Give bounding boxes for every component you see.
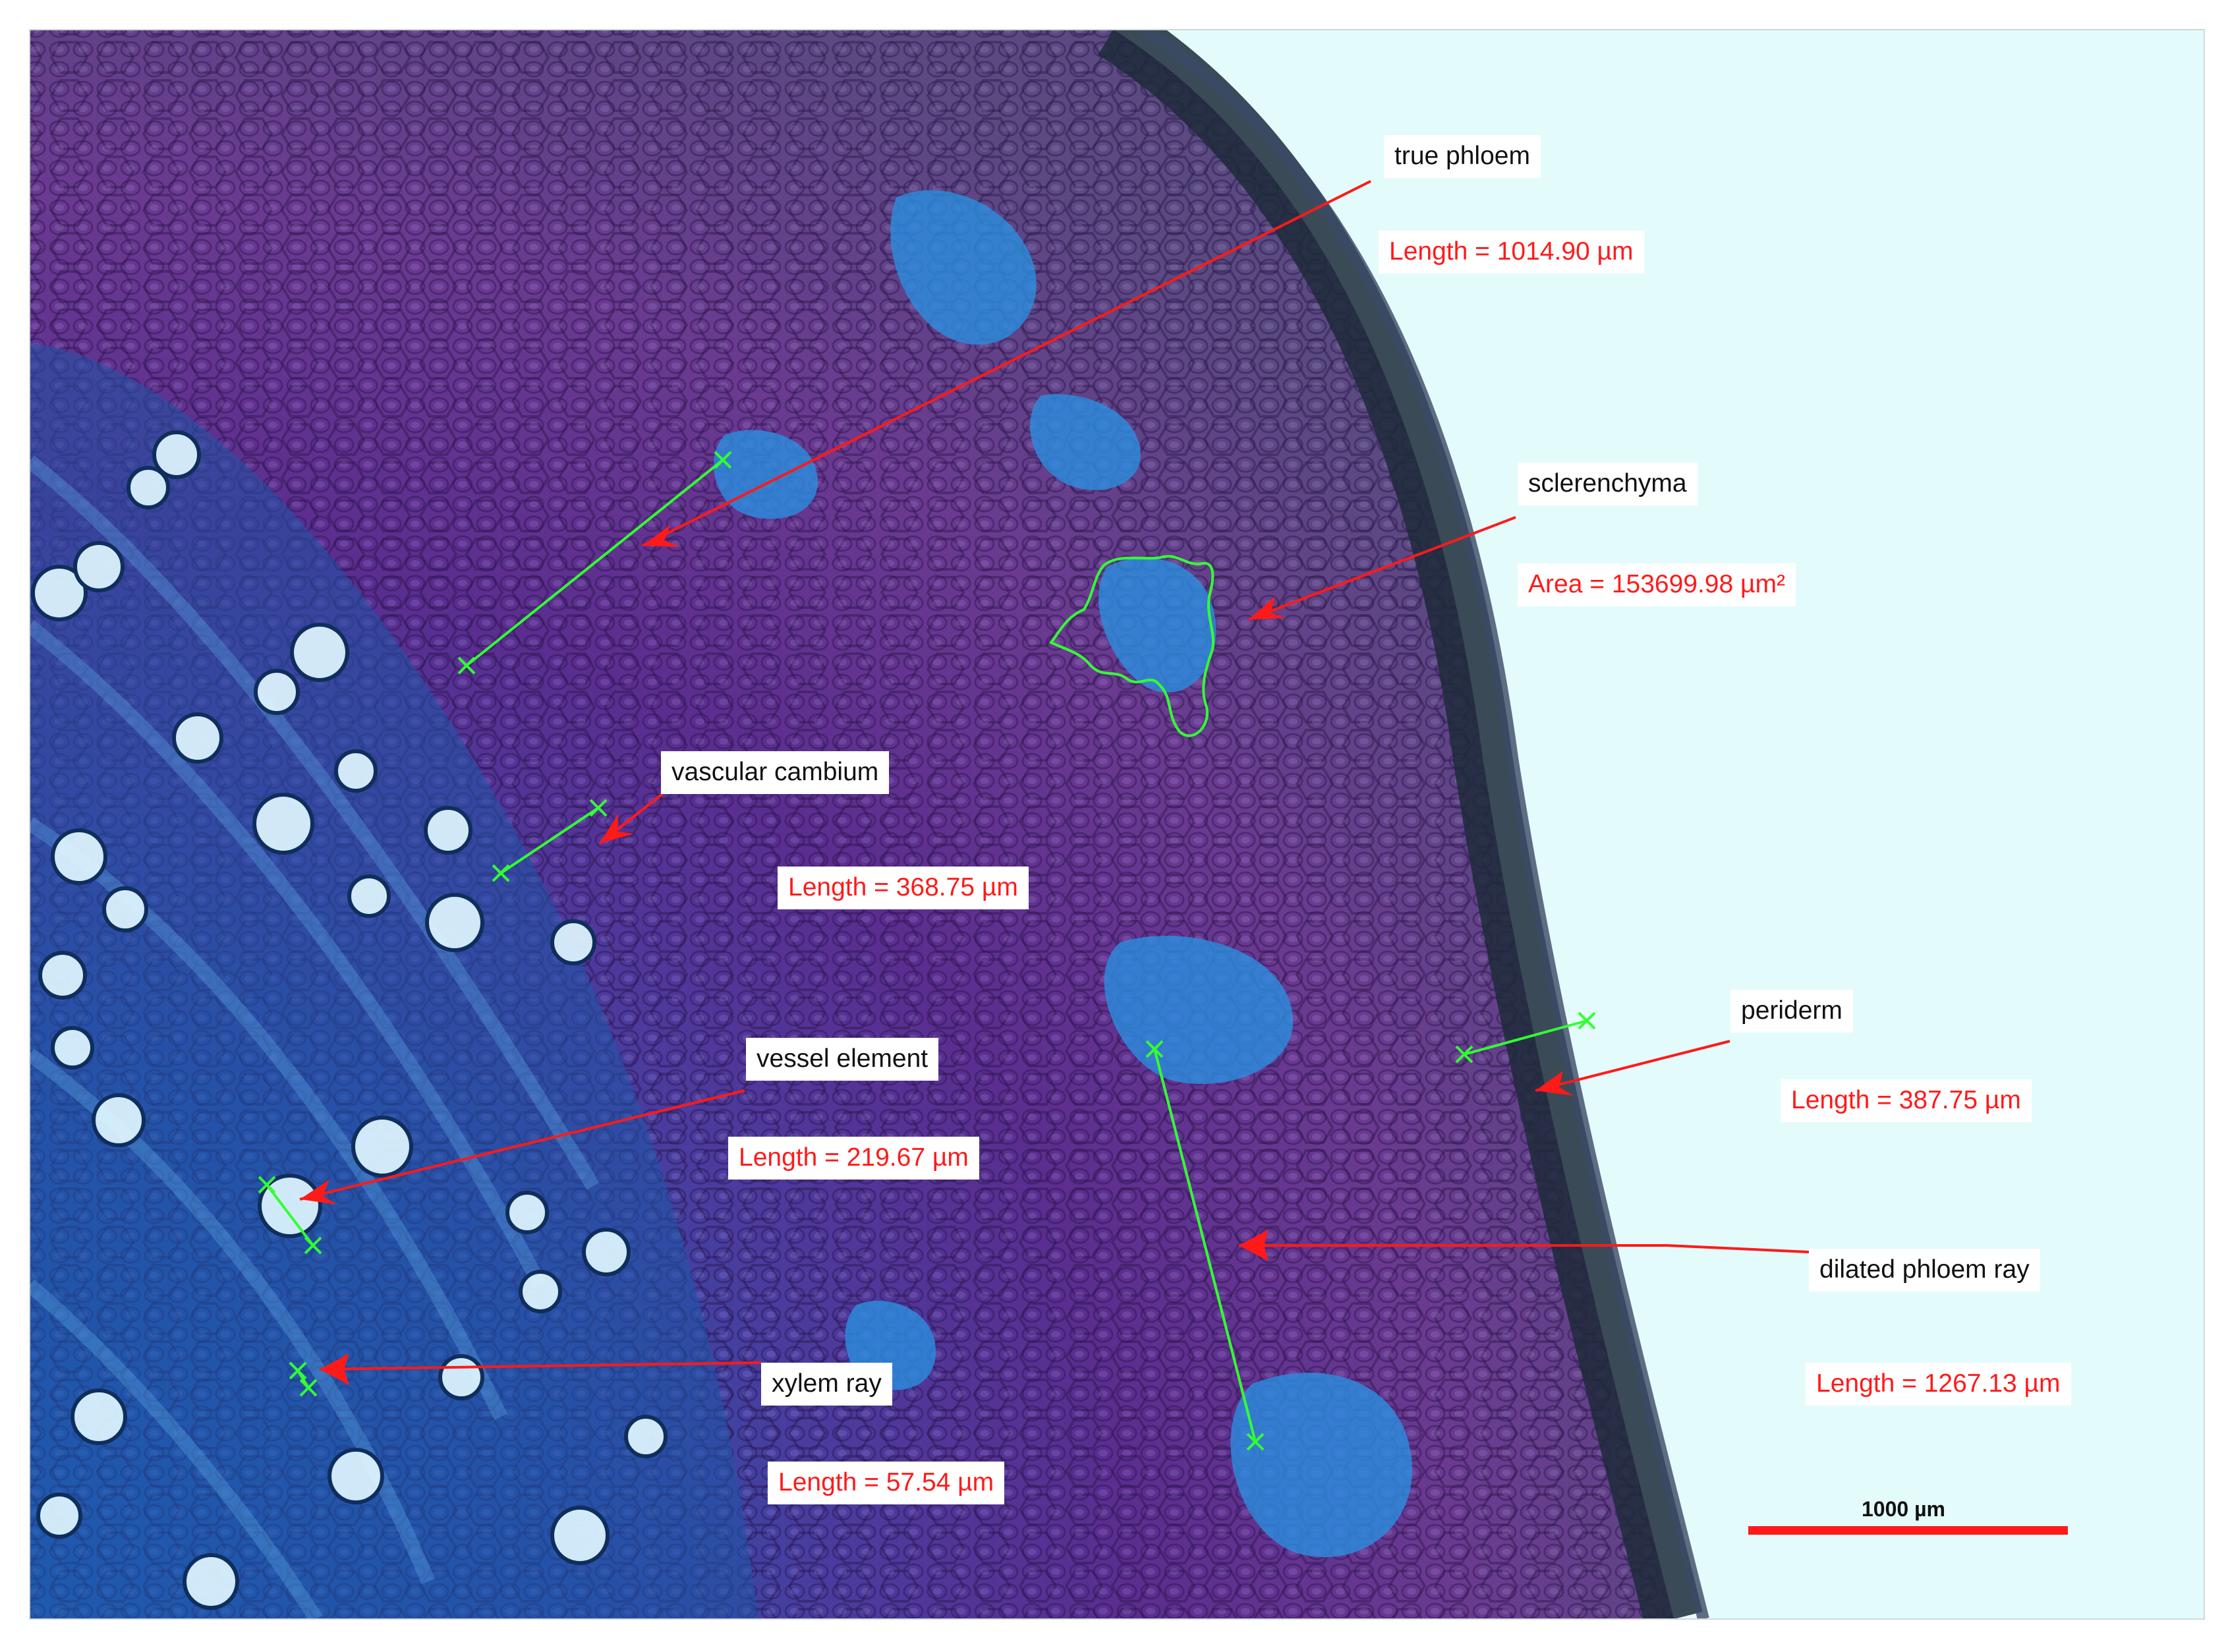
measure-dilated-phloem-ray: Length = 1267.13 µm — [1806, 1363, 2071, 1406]
scale-bar — [1748, 1526, 2068, 1535]
vascular-cambium-measure-line — [500, 807, 600, 874]
measure-vascular-cambium: Length = 368.75 µm — [778, 867, 1029, 909]
xylem-ray-leader — [319, 1361, 762, 1371]
scale-bar-label: 1000 µm — [1862, 1497, 1945, 1521]
label-sclerenchyma: sclerenchyma — [1518, 463, 1698, 505]
measure-xylem-ray: Length = 57.54 µm — [768, 1462, 1005, 1504]
measure-sclerenchyma: Area = 153699.98 µm² — [1518, 563, 1796, 606]
measure-true-phloem: Length = 1014.90 µm — [1379, 231, 1644, 273]
true-phloem-measure-line — [465, 459, 724, 667]
measure-vessel-element: Length = 219.67 µm — [728, 1137, 979, 1180]
periderm-measure-line — [1464, 1019, 1587, 1056]
vessel-element-measure-line — [266, 1183, 314, 1247]
true-phloem-leader — [642, 180, 1371, 547]
periderm-leader — [1535, 1040, 1730, 1092]
sclerenchyma-area-outline — [1048, 555, 1214, 737]
dilated-phloem-ray-leader — [1239, 1244, 1810, 1253]
annotation-arrowheads — [300, 525, 1574, 1385]
label-true-phloem: true phloem — [1384, 135, 1541, 178]
xylem-region — [30, 343, 758, 1619]
periderm-band — [1097, 30, 1703, 1619]
dilated-phloem-ray-measure-line — [1153, 1048, 1257, 1442]
sclerenchyma-leader — [1248, 516, 1516, 621]
label-xylem-ray: xylem ray — [761, 1363, 892, 1406]
measurement-end-marks — [258, 451, 1596, 1451]
label-vascular-cambium: vascular cambium — [661, 751, 890, 794]
vessel-element-leader — [299, 1089, 745, 1201]
label-dilated-phloem-ray: dilated phloem ray — [1809, 1249, 2040, 1292]
measurement-lines — [266, 459, 1587, 1442]
label-vessel-element: vessel element — [746, 1038, 939, 1081]
label-periderm: periderm — [1730, 990, 1853, 1033]
measure-periderm: Length = 387.75 µm — [1781, 1079, 2032, 1122]
